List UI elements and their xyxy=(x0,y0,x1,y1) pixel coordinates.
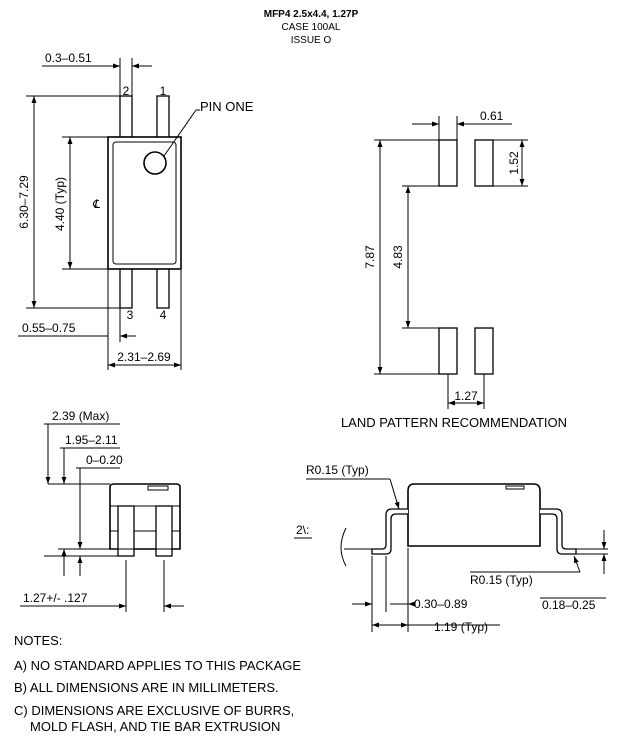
dim-pad-height: 1.52 xyxy=(507,151,521,175)
pad-top-left xyxy=(438,139,458,187)
pad-top-right xyxy=(474,139,494,187)
dim-foot-typ: 1.19 (Typ) xyxy=(434,620,488,634)
pin-number-4: 4 xyxy=(160,308,167,322)
angle-label: 2\: xyxy=(296,523,309,537)
part-title: MFP4 2.5x4.4, 1.27P xyxy=(264,9,359,20)
dim-lead-offset: 0.55–0.75 xyxy=(22,321,76,335)
notes-heading: NOTES: xyxy=(14,633,63,648)
dim-outer-span: 7.87 xyxy=(363,245,377,269)
side-view: 2.39 (Max) 1.95–2.11 0–0.20 1.27+/- .127 xyxy=(20,409,184,612)
dim-foot-length: 0.30–0.89 xyxy=(414,597,468,611)
dim-standoff: 0–0.20 xyxy=(86,453,123,467)
dim-side-pitch: 1.27+/- .127 xyxy=(23,591,88,605)
dim-lead-width: 0.3–0.51 xyxy=(45,51,92,65)
dim-body-length: 4.40 (Typ) xyxy=(53,177,67,231)
lead-profile-right xyxy=(540,508,577,555)
pin-one-dot xyxy=(143,151,167,175)
note-b: B) ALL DIMENSIONS ARE IN MILLIMETERS. xyxy=(14,680,279,695)
package-body-profile xyxy=(407,483,541,547)
pad-bottom-left xyxy=(438,327,458,375)
lead-side-right xyxy=(155,505,173,557)
profile-view: R0.15 (Typ) 2\: R0.15 (Typ) 0.18–0.25 0.… xyxy=(294,463,608,634)
pin-number-1: 1 xyxy=(160,84,167,98)
lead-3-bottom xyxy=(119,267,133,309)
package-body-inner xyxy=(112,141,177,265)
lead-side-left xyxy=(117,505,135,557)
radius-bottom-label: R0.15 (Typ) xyxy=(470,573,533,587)
lead-profile-left xyxy=(371,508,408,555)
dim-pad-width: 0.61 xyxy=(480,109,504,123)
dim-pad-pitch: 1.27 xyxy=(454,389,478,403)
dim-max-height: 2.39 (Max) xyxy=(52,409,109,423)
package-body-top xyxy=(107,136,182,270)
lead-4-bottom xyxy=(156,267,170,309)
issue-label: ISSUE O xyxy=(291,35,332,46)
dim-inner-span: 4.83 xyxy=(391,245,405,269)
pin-one-label: PIN ONE xyxy=(200,99,254,114)
title-block: MFP4 2.5x4.4, 1.27P CASE 100AL ISSUE O xyxy=(264,9,359,46)
top-view: PIN ONE 2 1 3 4 0.3–0.51 6.30–7.29 4.40 … xyxy=(17,51,254,370)
lead-1-top xyxy=(156,95,170,139)
lead-2-top xyxy=(119,95,133,139)
land-pattern: 0.61 1.52 7.87 4.83 1.27 LAND PATTERN RE… xyxy=(341,109,567,430)
land-pattern-caption: LAND PATTERN RECOMMENDATION xyxy=(341,415,567,430)
pad-bottom-right xyxy=(474,327,494,375)
radius-top-label: R0.15 (Typ) xyxy=(306,463,369,477)
dim-body-height: 1.95–2.11 xyxy=(65,433,118,447)
dim-body-width: 2.31–2.69 xyxy=(117,350,171,364)
pin-number-2: 2 xyxy=(123,84,130,98)
case-label: CASE 100AL xyxy=(282,22,341,33)
dim-overall-length: 6.30–7.29 xyxy=(17,175,31,229)
pin-number-3: 3 xyxy=(127,308,134,322)
dim-lead-thickness: 0.18–0.25 xyxy=(542,598,596,612)
centerline-symbol: ℄ xyxy=(92,197,100,211)
note-c-line1: C) DIMENSIONS ARE EXCLUSIVE OF BURRS, xyxy=(14,703,295,718)
note-a: A) NO STANDARD APPLIES TO THIS PACKAGE xyxy=(14,658,302,673)
note-c-line2: MOLD FLASH, AND TIE BAR EXTRUSION xyxy=(30,719,281,734)
